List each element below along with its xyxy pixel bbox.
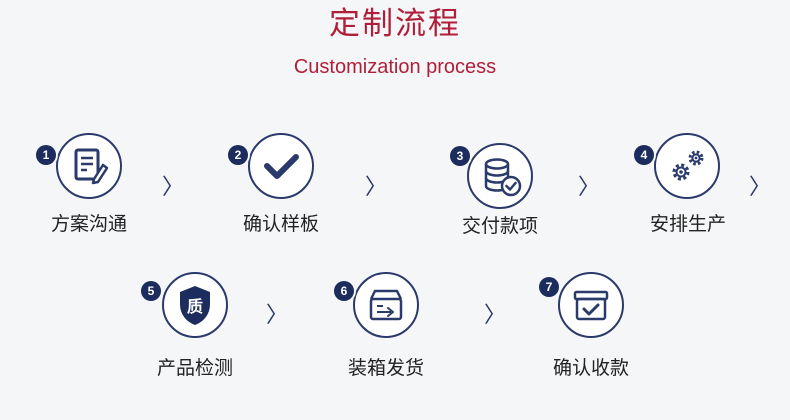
step-5-circle: 质 bbox=[162, 272, 228, 338]
gears-icon bbox=[672, 150, 704, 181]
database-check-icon bbox=[484, 158, 522, 197]
page-title: 定制流程 bbox=[329, 6, 461, 42]
step-7-number-badge: 7 bbox=[539, 277, 559, 297]
step-5-label: 产品检测 bbox=[156, 357, 233, 379]
page-subtitle: Customization process bbox=[293, 56, 497, 78]
step-3-label: 交付款项 bbox=[461, 215, 538, 237]
box-shipping-icon bbox=[369, 289, 403, 321]
box-check-icon bbox=[573, 290, 609, 321]
step-6-label: 装箱发货 bbox=[347, 357, 424, 379]
step-3-circle bbox=[467, 143, 533, 209]
step-arrow-2: 〉 bbox=[365, 175, 388, 200]
quality-glyph: 质 bbox=[187, 297, 203, 316]
step-arrow-1: 〉 bbox=[162, 175, 185, 200]
step-2-number-badge: 2 bbox=[228, 145, 248, 165]
step-4-number-badge: 4 bbox=[634, 145, 654, 165]
quality-shield-icon: 质 bbox=[180, 286, 210, 325]
document-edit-icon bbox=[74, 148, 109, 185]
step-1-label: 方案沟通 bbox=[50, 213, 127, 235]
step-4-circle bbox=[654, 133, 720, 199]
step-2-circle bbox=[248, 133, 314, 199]
step-3-number-badge: 3 bbox=[450, 146, 470, 166]
step-arrow-6: 〉 bbox=[484, 303, 507, 328]
step-1-number-badge: 1 bbox=[36, 145, 56, 165]
step-arrow-5: 〉 bbox=[266, 303, 289, 328]
checkmark-icon bbox=[264, 154, 299, 179]
step-6-number-badge: 6 bbox=[334, 281, 354, 301]
step-5-number-badge: 5 bbox=[141, 281, 161, 301]
step-7-label: 确认收款 bbox=[552, 357, 629, 379]
step-7-circle bbox=[558, 272, 624, 338]
step-2-label: 确认样板 bbox=[242, 213, 319, 235]
step-1-circle bbox=[56, 133, 122, 199]
step-arrow-4: 〉 bbox=[749, 175, 772, 200]
step-4-label: 安排生产 bbox=[649, 213, 726, 235]
step-6-circle bbox=[353, 272, 419, 338]
step-arrow-3: 〉 bbox=[578, 175, 601, 200]
